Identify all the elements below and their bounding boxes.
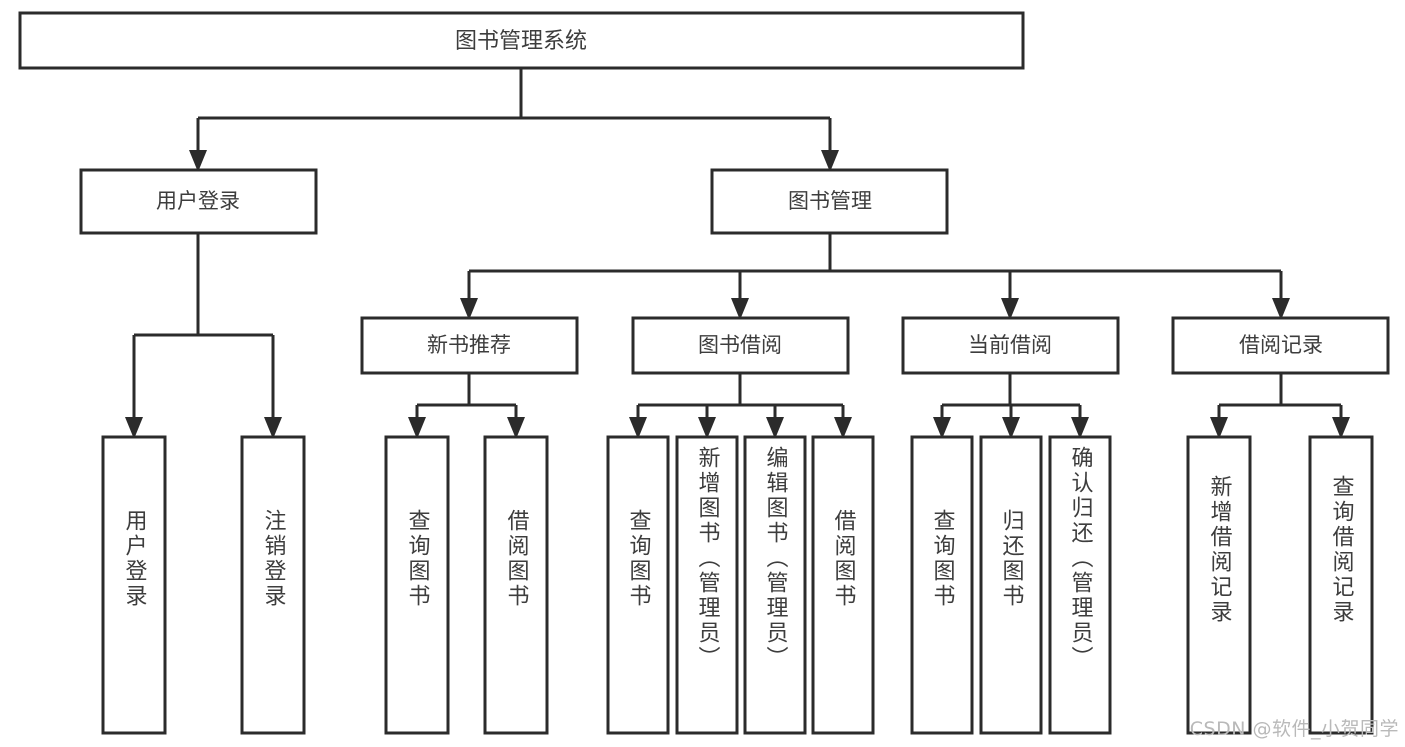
node-leaf-user-login[interactable] [101,435,167,735]
node-root-label: 图书管理系统 [455,29,587,54]
node-leaf-borrow-book-rec[interactable] [483,435,549,735]
node-leaf-query-record[interactable] [1308,435,1374,735]
connector-root-to-level2 [189,68,839,172]
node-book-manage[interactable]: 图书管理 [710,168,949,235]
connector-userlogin-to-leaves [125,233,282,439]
node-leaf-edit-book[interactable] [743,435,807,735]
connector-newbook-to-leaves [408,373,525,439]
node-leaf-return-book[interactable] [979,435,1043,735]
node-leaf-query-book-rec[interactable] [384,435,450,735]
node-user-login-label: 用户登录 [156,189,240,213]
node-leaf-confirm-return[interactable] [1048,435,1112,735]
connector-currentborrow-to-leaves [933,373,1089,439]
node-leaf-query-book[interactable] [606,435,670,735]
node-leaf-add-record[interactable] [1186,435,1252,735]
node-leaf-borrow-book[interactable] [811,435,875,735]
connector-bookborrow-to-leaves [629,373,852,439]
node-leaf-add-book[interactable] [675,435,739,735]
node-current-borrow[interactable]: 当前借阅 [901,316,1120,375]
node-new-book-recommend[interactable]: 新书推荐 [360,316,579,375]
node-leaf-query-book-cur[interactable] [910,435,974,735]
node-book-borrow[interactable]: 图书借阅 [631,316,850,375]
connector-bookmanage-to-level3 [460,233,1290,320]
node-current-borrow-label: 当前借阅 [968,333,1052,357]
node-root-system[interactable]: 图书管理系统 [18,11,1025,70]
node-user-login[interactable]: 用户登录 [79,168,318,235]
connector-borrowrecord-to-leaves [1210,373,1350,439]
node-book-manage-label: 图书管理 [788,189,872,213]
node-borrow-record-label: 借阅记录 [1239,333,1323,357]
node-new-book-recommend-label: 新书推荐 [427,333,511,357]
node-leaf-logout-login[interactable] [240,435,306,735]
node-book-borrow-label: 图书借阅 [698,333,782,357]
node-borrow-record[interactable]: 借阅记录 [1171,316,1390,375]
